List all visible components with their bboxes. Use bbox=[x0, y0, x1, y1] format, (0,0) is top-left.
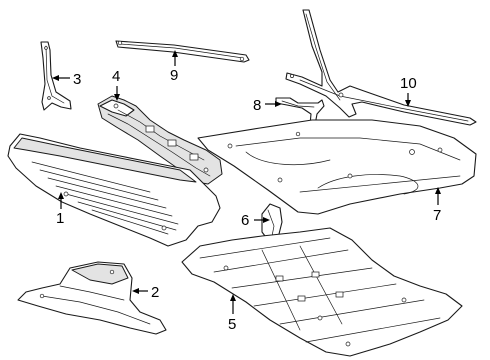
callout-5: 5 bbox=[228, 294, 236, 333]
callout-10: 10 bbox=[400, 75, 417, 107]
callout-9: 9 bbox=[170, 50, 178, 84]
callout-4-label: 4 bbox=[112, 68, 120, 85]
callout-3: 3 bbox=[52, 71, 81, 88]
callout-4-arrowhead bbox=[114, 94, 120, 101]
callout-3-arrowhead bbox=[52, 75, 59, 81]
callout-2-label: 2 bbox=[151, 284, 159, 301]
callout-1: 1 bbox=[56, 192, 64, 227]
callout-6: 6 bbox=[241, 212, 270, 229]
part-1-front-shield bbox=[7, 133, 221, 247]
callout-8: 8 bbox=[253, 97, 282, 114]
callout-2-arrowhead bbox=[132, 288, 139, 294]
callout-9-label: 9 bbox=[170, 67, 178, 84]
part-5-main-tray bbox=[181, 227, 463, 357]
part-6-bracket bbox=[261, 203, 283, 241]
callout-8-label: 8 bbox=[253, 97, 261, 114]
callout-8-arrowhead bbox=[275, 101, 282, 107]
callout-5-label: 5 bbox=[228, 316, 236, 333]
callout-7: 7 bbox=[433, 187, 441, 224]
callout-2: 2 bbox=[132, 284, 159, 301]
callout-1-arrowhead bbox=[58, 192, 64, 199]
callout-10-label: 10 bbox=[400, 75, 417, 92]
callout-3-label: 3 bbox=[73, 71, 81, 88]
callout-10-arrowhead bbox=[405, 100, 411, 107]
callout-9-arrowhead bbox=[172, 50, 178, 57]
callout-7-label: 7 bbox=[433, 207, 441, 224]
part-3-bracket bbox=[40, 41, 72, 111]
callout-5-arrowhead bbox=[230, 294, 236, 301]
callout-7-arrowhead bbox=[435, 187, 441, 194]
part-10-x-brace bbox=[285, 9, 477, 126]
part-9-crossbar bbox=[115, 40, 250, 63]
part-2-splash-shield bbox=[17, 261, 167, 335]
callout-1-label: 1 bbox=[56, 210, 64, 227]
part-4-rail bbox=[97, 95, 223, 185]
callout-6-arrowhead bbox=[263, 217, 270, 223]
callout-6-label: 6 bbox=[241, 212, 249, 229]
callout-4: 4 bbox=[112, 68, 120, 101]
part-7-rear-panel bbox=[197, 119, 477, 215]
